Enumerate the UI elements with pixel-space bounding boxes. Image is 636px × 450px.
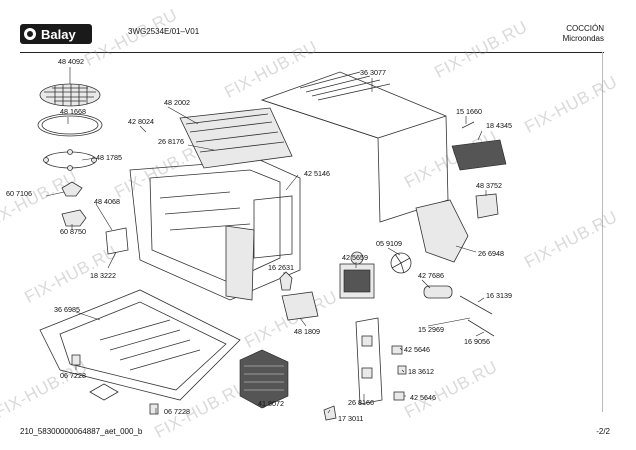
lamp-holder-drawing bbox=[281, 291, 319, 321]
mica-cover-drawing bbox=[105, 227, 129, 255]
header-rule bbox=[20, 52, 604, 53]
part-label: 60 8750 bbox=[60, 227, 86, 236]
base-plate-drawing bbox=[39, 289, 241, 401]
part-label: 48 1809 bbox=[294, 327, 320, 336]
part-label: 15 1660 bbox=[456, 107, 482, 116]
fan-blade-drawing bbox=[390, 252, 412, 274]
part-label: 26 6948 bbox=[478, 249, 504, 258]
part-label: 36 3077 bbox=[360, 68, 386, 77]
part-label: 48 2002 bbox=[164, 98, 190, 107]
outer-casing-drawing bbox=[260, 71, 449, 223]
foot-drawing bbox=[71, 354, 81, 366]
part-label: 26 8176 bbox=[158, 137, 184, 146]
part-label: 42 8024 bbox=[128, 117, 154, 126]
part-label: 16 9056 bbox=[464, 337, 490, 346]
part-label: 06 7228 bbox=[164, 407, 190, 416]
document-id: 210_58300000064887_aet_000_b bbox=[20, 427, 143, 436]
bracket-drawing bbox=[323, 405, 337, 421]
category-subtitle: Microondas bbox=[562, 34, 604, 43]
part-label: 15 2969 bbox=[418, 325, 444, 334]
roller-ring-drawing bbox=[43, 149, 97, 171]
fan-motor-drawing bbox=[475, 193, 499, 219]
part-label: 18 3612 bbox=[408, 367, 434, 376]
turntable-motor-drawing bbox=[61, 209, 87, 227]
part-label: 48 4068 bbox=[94, 197, 120, 206]
glass-tray-drawing bbox=[37, 113, 103, 137]
leader-lines bbox=[45, 67, 487, 414]
part-label: 06 7228 bbox=[60, 371, 86, 380]
capacitor-drawing bbox=[423, 285, 453, 299]
switch-drawing bbox=[391, 345, 403, 355]
lamp-drawing bbox=[279, 271, 293, 291]
part-label: 48 1668 bbox=[60, 107, 86, 116]
magnetron-drawing bbox=[339, 251, 375, 299]
switch-drawing bbox=[393, 391, 405, 401]
part-label: 17 3011 bbox=[338, 414, 363, 423]
part-label: 48 1785 bbox=[96, 153, 122, 162]
model-number: 3WG2534E/01–V01 bbox=[128, 27, 200, 36]
frame-border bbox=[602, 52, 603, 412]
oven-cavity-drawing bbox=[129, 159, 301, 301]
part-label: 42 7686 bbox=[418, 271, 444, 280]
part-label: 42 5146 bbox=[304, 169, 330, 178]
interlock-bracket-drawing bbox=[355, 317, 383, 405]
part-label: 42 5646 bbox=[404, 345, 430, 354]
part-label: 60 7106 bbox=[6, 189, 32, 198]
brand-logo: Balay bbox=[20, 24, 92, 44]
part-label: 18 4345 bbox=[486, 121, 512, 130]
coupler-drawing bbox=[61, 181, 83, 197]
part-label: 48 3752 bbox=[476, 181, 502, 190]
waveguide-cover-drawing bbox=[179, 107, 293, 169]
brand-name: Balay bbox=[41, 26, 76, 42]
part-label: 42 5646 bbox=[410, 393, 436, 402]
diode-drawing bbox=[467, 319, 495, 337]
part-label: 16 2631 bbox=[268, 263, 294, 272]
foot-drawing bbox=[149, 403, 159, 415]
part-label: 42 5659 bbox=[342, 253, 368, 262]
part-label: 41 8072 bbox=[258, 399, 284, 408]
fan-duct-drawing bbox=[415, 199, 469, 263]
part-label: 16 3139 bbox=[486, 291, 512, 300]
part-label: 26 8166 bbox=[348, 398, 374, 407]
brand-mark-icon bbox=[24, 28, 36, 40]
page-number: -2/2 bbox=[596, 427, 610, 436]
transformer-drawing bbox=[239, 349, 289, 409]
part-label: 48 4092 bbox=[58, 57, 84, 66]
fuse-drawing bbox=[459, 295, 493, 315]
part-label: 05 9109 bbox=[376, 239, 402, 248]
turntable-plate-drawing bbox=[39, 83, 101, 107]
filter-plate-drawing bbox=[89, 383, 119, 401]
part-label: 18 3222 bbox=[90, 271, 116, 280]
category-title: COCCIÓN bbox=[566, 24, 604, 33]
fuse-clip-drawing bbox=[461, 121, 475, 129]
control-board-drawing bbox=[451, 139, 507, 171]
part-label: 36 6985 bbox=[54, 305, 80, 314]
